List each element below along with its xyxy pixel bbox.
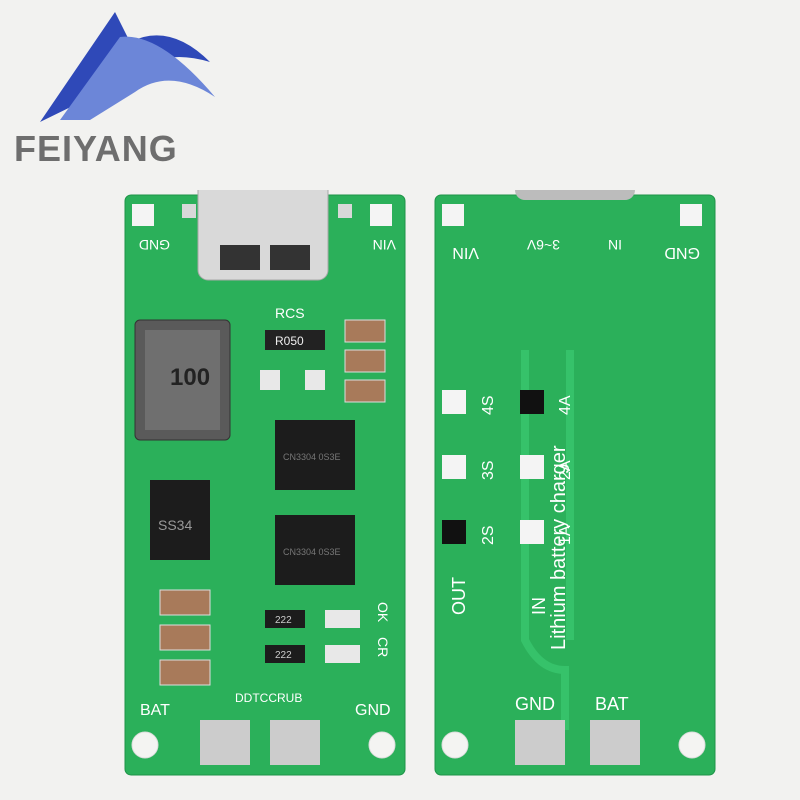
back-vin-label: VIN bbox=[452, 244, 479, 261]
2a-label: 2A bbox=[557, 460, 574, 480]
capacitor bbox=[159, 589, 211, 616]
back-gnd-label: GND bbox=[664, 244, 700, 261]
usb-c-opening bbox=[270, 245, 310, 270]
front-bat-label: BAT bbox=[140, 702, 170, 719]
ddtccrub-label: DDTCCRUB bbox=[235, 691, 302, 705]
front-board: GND VIN RCS R050 100 CN3304 0S3E CN3304 … bbox=[124, 190, 406, 776]
led-cr-label: CR bbox=[375, 637, 391, 657]
inductor-core bbox=[145, 330, 220, 430]
bat-terminal bbox=[200, 720, 250, 765]
r050-code: R050 bbox=[275, 334, 304, 348]
back-pcb bbox=[434, 194, 716, 776]
vin-pad bbox=[370, 204, 392, 226]
usb-c-back bbox=[515, 190, 635, 200]
3s-pad bbox=[442, 455, 466, 479]
small-resistor-code: 222 bbox=[275, 650, 292, 661]
capacitor bbox=[159, 659, 211, 686]
4a-pad bbox=[520, 390, 544, 414]
mount-hole bbox=[368, 731, 396, 759]
ic-mark-2: CN3304 0S3E bbox=[283, 547, 341, 557]
ic-mark-1: CN3304 0S3E bbox=[283, 452, 341, 462]
gnd-pad bbox=[132, 204, 154, 226]
front-gnd-label: GND bbox=[139, 237, 170, 253]
2s-pad bbox=[442, 520, 466, 544]
r050-resistor bbox=[265, 330, 325, 350]
led-cr bbox=[325, 645, 360, 663]
led-ok bbox=[325, 610, 360, 628]
input-range-label: 3~6V bbox=[526, 237, 560, 253]
back-gnd-bottom-label: GND bbox=[515, 694, 555, 714]
4a-label: 4A bbox=[557, 395, 574, 415]
rcs-label: RCS bbox=[275, 305, 305, 321]
back-bat-label: BAT bbox=[595, 694, 629, 714]
small-resistor bbox=[265, 610, 305, 628]
back-in-label: IN bbox=[608, 237, 622, 253]
3s-label: 3S bbox=[480, 460, 497, 480]
gnd-terminal bbox=[515, 720, 565, 765]
solder-pad bbox=[305, 370, 325, 390]
in-arrow-label: IN bbox=[529, 597, 549, 615]
usb-c-opening bbox=[220, 245, 260, 270]
diode bbox=[150, 480, 210, 560]
brand-name: FEIYANG bbox=[14, 128, 178, 169]
diode-code: SS34 bbox=[158, 517, 192, 533]
product-name: Lithium battery charger bbox=[548, 445, 570, 650]
logo-swoosh-light bbox=[60, 36, 215, 121]
led-ok-label: OK bbox=[375, 602, 391, 623]
solder-pad bbox=[260, 370, 280, 390]
mount-hole bbox=[131, 731, 159, 759]
1a-pad bbox=[520, 520, 544, 544]
ic-chip-1 bbox=[275, 420, 355, 490]
2a-pad bbox=[520, 455, 544, 479]
bat-terminal bbox=[590, 720, 640, 765]
inductor-code: 100 bbox=[170, 364, 210, 391]
front-vin-label: VIN bbox=[373, 237, 396, 253]
capacitor bbox=[159, 624, 211, 651]
feiyang-logo-icon bbox=[40, 12, 215, 122]
pcb-trace bbox=[521, 350, 569, 730]
gnd-pad bbox=[680, 204, 702, 226]
small-resistor bbox=[265, 645, 305, 663]
2s-label: 2S bbox=[480, 525, 497, 545]
ic-chip-2 bbox=[275, 515, 355, 585]
vin-pad bbox=[442, 204, 464, 226]
capacitor bbox=[344, 379, 386, 403]
1a-label: 1A bbox=[557, 525, 574, 545]
mount-hole bbox=[441, 731, 469, 759]
out-label: OUT bbox=[449, 577, 469, 615]
mount-hole bbox=[678, 731, 706, 759]
back-board: VIN 3~6V IN GND 4S 3S 2S 4A 2A 1A OUT IN… bbox=[434, 190, 716, 776]
capacitor bbox=[344, 319, 386, 343]
front-gnd-bottom-label: GND bbox=[355, 702, 391, 719]
via-pad bbox=[338, 204, 352, 218]
4s-label: 4S bbox=[480, 395, 497, 415]
small-resistor-code: 222 bbox=[275, 615, 292, 626]
via-pad bbox=[182, 204, 196, 218]
gnd-terminal bbox=[270, 720, 320, 765]
capacitor bbox=[344, 349, 386, 373]
4s-pad bbox=[442, 390, 466, 414]
